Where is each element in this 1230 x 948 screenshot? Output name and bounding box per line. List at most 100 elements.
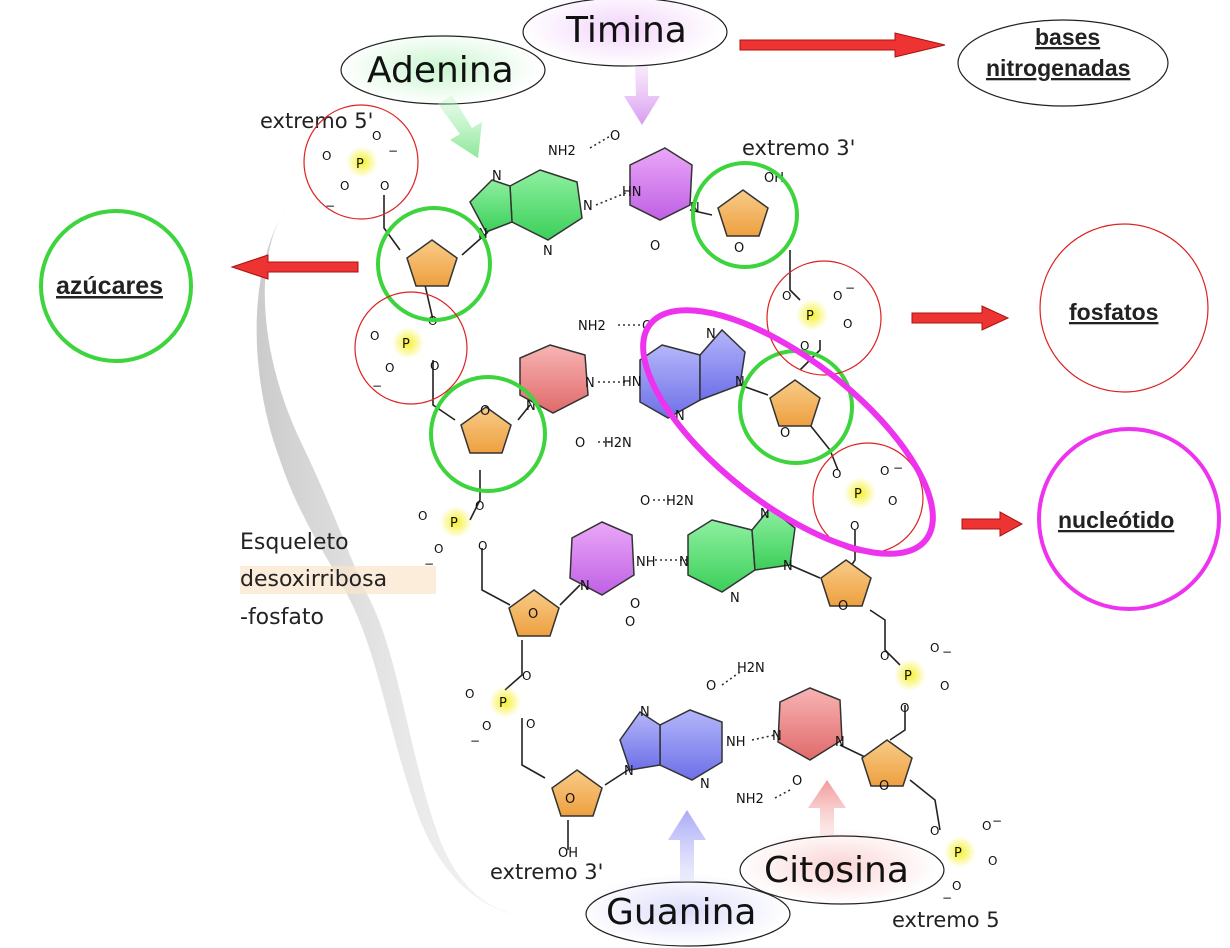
base-label-timina: Timina	[522, 0, 728, 125]
svg-text:−: −	[470, 734, 480, 748]
svg-text:N: N	[730, 591, 740, 606]
svg-text:O: O	[880, 464, 889, 478]
svg-text:−: −	[325, 199, 335, 213]
sugar-3	[460, 406, 512, 454]
adenina-pointer	[438, 95, 482, 158]
svg-text:O: O	[988, 854, 997, 868]
cytosine-row2	[519, 344, 589, 414]
svg-text:O: O	[478, 539, 487, 553]
svg-text:P: P	[806, 309, 814, 324]
svg-text:P: P	[954, 846, 962, 861]
svg-text:O: O	[850, 519, 859, 533]
sugar-2	[717, 189, 769, 237]
svg-text:−: −	[942, 891, 952, 905]
svg-text:O: O	[482, 719, 491, 733]
svg-text:N: N	[526, 399, 536, 414]
svg-text:O: O	[372, 129, 381, 143]
base-label-adenina: Adenina	[340, 32, 546, 158]
svg-text:P: P	[450, 516, 458, 531]
svg-text:N: N	[700, 777, 710, 792]
svg-text:Adenina: Adenina	[367, 50, 514, 91]
svg-text:bases: bases	[1035, 24, 1100, 50]
svg-text:O: O	[800, 339, 809, 353]
end-label-bottom-left: extremo 3'	[490, 860, 603, 884]
svg-text:HN: HN	[622, 185, 642, 200]
sugar-5	[508, 589, 560, 637]
svg-text:O: O	[888, 494, 897, 508]
svg-text:N: N	[640, 705, 650, 720]
svg-text:O: O	[380, 179, 389, 193]
annotation-azucares: azúcares	[39, 209, 193, 363]
citosina-pointer	[808, 780, 846, 835]
svg-text:N: N	[735, 375, 745, 390]
arrow-to-nucleotido	[961, 511, 1024, 537]
svg-text:O: O	[625, 615, 635, 630]
cytosine-row4	[777, 687, 843, 761]
svg-text:−: −	[893, 461, 903, 475]
svg-text:N: N	[772, 729, 782, 744]
annotation-fosfatos: fosfatos	[1039, 223, 1209, 393]
annotation-bases-nitrogenadas: bases nitrogenadas	[957, 19, 1169, 107]
backbone-bonds	[383, 195, 941, 850]
end-label-bottom-right: extremo 5	[892, 908, 1000, 932]
svg-text:O: O	[418, 509, 427, 523]
svg-text:nitrogenadas: nitrogenadas	[986, 55, 1130, 81]
svg-text:O: O	[843, 317, 852, 331]
svg-text:N: N	[706, 327, 716, 342]
svg-text:N: N	[679, 555, 689, 570]
svg-text:O: O	[610, 129, 620, 144]
guanine-row2	[639, 328, 746, 419]
svg-text:-fosfato: -fosfato	[240, 605, 324, 630]
svg-text:H2N: H2N	[604, 436, 632, 451]
svg-text:P: P	[854, 487, 862, 502]
svg-text:fosfatos: fosfatos	[1069, 299, 1158, 325]
base-label-citosina: Citosina	[738, 780, 945, 905]
phosphate-highlight-circles	[303, 104, 924, 554]
svg-text:O: O	[575, 436, 585, 451]
svg-text:O: O	[565, 792, 575, 807]
guanina-pointer	[668, 810, 706, 882]
svg-text:O: O	[879, 779, 889, 794]
svg-text:O: O	[522, 669, 531, 683]
svg-text:Timina: Timina	[565, 10, 687, 51]
adenine-row3	[687, 506, 796, 593]
svg-text:NH2: NH2	[548, 144, 576, 159]
svg-text:O: O	[480, 404, 490, 419]
sugar-7	[551, 769, 603, 817]
svg-text:O: O	[982, 819, 991, 833]
arrow-to-azucares	[230, 254, 359, 280]
thymine-top	[629, 147, 693, 221]
svg-text:O: O	[640, 494, 650, 509]
svg-text:O: O	[782, 289, 791, 303]
svg-text:P: P	[356, 157, 364, 172]
svg-text:N: N	[760, 507, 770, 522]
svg-text:OH: OH	[558, 846, 578, 861]
svg-text:O: O	[780, 426, 790, 441]
end-label-top-right: extremo 3'	[742, 136, 855, 160]
svg-text:O: O	[340, 179, 349, 193]
svg-text:N: N	[583, 199, 593, 214]
sugar-highlight-circles	[376, 161, 854, 493]
svg-text:N: N	[580, 579, 590, 594]
svg-text:N: N	[543, 244, 553, 259]
hydrogen-bonds	[589, 134, 791, 799]
svg-text:O: O	[833, 289, 842, 303]
svg-text:−: −	[845, 281, 855, 295]
svg-text:O: O	[465, 687, 474, 701]
annotation-nucleotido: nucleótido	[1037, 427, 1221, 611]
base-label-guanina: Guanina	[581, 810, 791, 947]
svg-text:O: O	[528, 607, 538, 622]
svg-text:O: O	[930, 641, 939, 655]
svg-text:O: O	[370, 329, 379, 343]
svg-text:−: −	[992, 814, 1002, 828]
svg-text:NH2: NH2	[578, 319, 606, 334]
sugar-8	[861, 739, 913, 787]
svg-text:H2N: H2N	[666, 494, 694, 509]
svg-text:O: O	[526, 717, 535, 731]
nucleotide-highlight-ellipse	[640, 307, 936, 557]
svg-text:−: −	[388, 144, 398, 158]
timina-pointer	[624, 66, 660, 125]
svg-text:O: O	[792, 774, 802, 789]
svg-text:O: O	[706, 679, 716, 694]
svg-text:N: N	[835, 735, 845, 750]
